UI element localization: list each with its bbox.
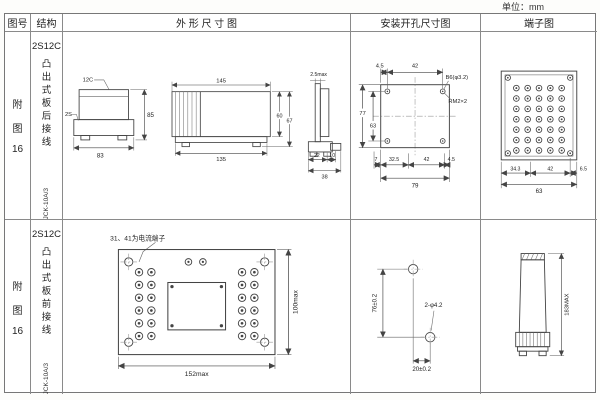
base-size-label: 2S [65,112,72,118]
terminal-side-view-drawing: 183MAX [515,252,571,356]
dim-outer-height-label: 67 [286,118,292,124]
dim-d1-label: 22 [314,153,320,159]
dim-term-b1-label: 34.3 [510,166,520,172]
dim-height-max-label: 183MAX [565,293,571,315]
fig-char: 附 [12,100,23,111]
dim-top-label: 145 [216,78,226,84]
dim-overall-label: 38 [322,174,328,180]
fig-number: 16 [11,325,24,337]
unit-label: 单位：mm [502,2,544,12]
dim-b2-label: 32.5 [388,157,398,163]
dim-hole-h-label: 20±0.2 [412,366,431,373]
dim-overall-width-label: 79 [411,182,418,189]
fig-char: 图 [12,305,23,317]
relay-type-code: JCK-10A/3 [43,187,50,219]
dim-width-label: 83 [97,152,104,159]
col-header-structure: 结构 [31,14,63,32]
terminal-grid [513,84,565,154]
front-view-drawing: 12C 2S 83 85 [65,77,155,159]
hole-diameter-label: 2-φ4.2 [424,302,443,309]
dim-term-b3-label: 6.5 [580,166,587,172]
structure-desc: 凸出式板前接线 [41,247,52,336]
rear-view-drawing: 2.5max 22 10 38 [308,72,342,180]
dim-term-b2-label: 42 [547,166,553,172]
mounting-cutout-drawing: 4.5 42 B6(φ3.2) RM2×2 77 63 [356,63,468,189]
dim-height-label: 85 [147,112,154,119]
dim-height-max-label: 100max [292,289,299,313]
case-size-label: 12C [83,77,94,83]
side-view-drawing: 145 135 60 [171,78,294,162]
dim-thickness-label: 2.5max [311,72,328,78]
right-terminal-grid [237,267,259,341]
mounting-holes-drawing: 76±0.2 2-φ4.2 20±0.2 [371,259,443,373]
dim-inner-height-label: 60 [276,113,282,119]
mounting-drawing-row1: 4.5 42 B6(φ3.2) RM2×2 77 63 [351,32,481,220]
dim-hole-pitch-label: 42 [411,63,417,69]
dim-hole-v-label: 76±0.2 [371,293,378,312]
terminal-drawing-row1: 34.3 42 6.5 63 [481,32,597,220]
fig-no-row2: 附 图 16 [5,220,31,394]
structure-row2: 2S12C 凸出式板前接线 JCK-10A/3 [31,220,63,394]
dim-outer-v-label: 77 [359,111,365,117]
terminal-block-drawing: 34.3 42 6.5 63 [500,70,587,195]
col-header-fig: 图号 [5,14,31,32]
left-terminal-grid [134,267,156,341]
hole-spec-label: B6(φ3.2) [445,75,468,81]
model-label: 2S12C [31,229,62,240]
dim-edge-label: 4.5 [375,63,383,69]
dim-b4-label: 4.5 [447,157,454,163]
fig-char: 图 [12,124,23,135]
dim-term-overall-label: 63 [536,188,543,195]
fig-number: 16 [11,144,24,155]
structure-row1: 2S12C 凸出式板后接线 JCK-10A/3 [31,32,63,220]
outline-drawings-row2: 31、41为电流端子 1 [63,220,351,394]
spec-sheet: 图号 结构 外 形 尺 寸 图 安装开孔尺寸图 端子图 附 图 16 2S12C… [4,13,597,394]
dim-d2-label: 10 [330,153,336,159]
terminal-drawing-row2: 183MAX [481,220,597,394]
col-header-terminal: 端子图 [481,14,597,32]
front-wiring-view-drawing: 31、41为电流端子 1 [110,233,299,378]
relay-type-code: JCK-10A/3 [43,362,50,394]
col-header-outline: 外 形 尺 寸 图 [63,14,351,32]
fig-char: 附 [12,281,23,293]
dim-bottom-label: 135 [216,156,226,162]
thread-spec-label: RM2×2 [448,99,467,105]
mounting-drawing-row2: 76±0.2 2-φ4.2 20±0.2 [351,220,481,394]
current-terminal-note: 31、41为电流端子 [110,233,165,242]
outline-drawings-row1: 12C 2S 83 85 [63,32,351,220]
fig-no-row1: 附 图 16 [5,32,31,220]
structure-desc: 凸出式板后接线 [41,59,52,148]
dim-b3-label: 42 [423,157,429,163]
dim-inner-v-label: 63 [369,123,375,129]
model-label: 2S12C [31,41,62,52]
dim-b1-label: 7 [374,157,377,163]
dim-width-max-label: 152max [184,371,208,378]
col-header-mounting: 安装开孔尺寸图 [351,14,481,32]
